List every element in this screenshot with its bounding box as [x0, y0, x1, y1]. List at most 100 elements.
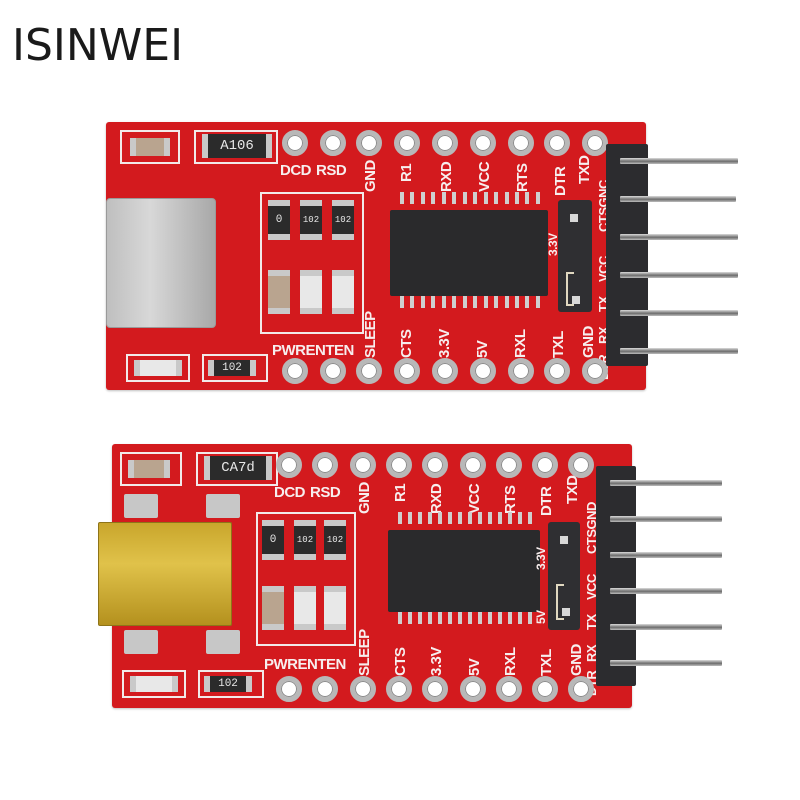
capacitor	[128, 460, 170, 478]
label-vcc: VCC	[466, 483, 483, 514]
pin-pad-dcd	[276, 452, 302, 478]
pin-pad-rxl	[508, 358, 534, 384]
diode-outline	[194, 130, 278, 164]
pin-pad-r1	[386, 452, 412, 478]
led-power	[300, 270, 322, 314]
pin-pad-sleep	[356, 358, 382, 384]
label-vcc: VCC	[476, 161, 493, 192]
led-activity	[332, 270, 354, 314]
diode-ca7d: CA7d	[204, 456, 272, 480]
pin-pad-gnd	[350, 452, 376, 478]
led-smd	[130, 676, 178, 692]
led-smd	[134, 360, 182, 376]
pin-pad-cts	[394, 358, 420, 384]
header-pin-2	[620, 196, 736, 202]
label-gnd: GND	[356, 482, 373, 514]
jumper-bridge	[556, 584, 564, 620]
led-outline	[122, 670, 186, 698]
pin-header-top	[606, 144, 648, 366]
header-pin-1	[610, 480, 722, 486]
jumper-pin-5v	[562, 608, 570, 616]
pin-pad-5v	[470, 358, 496, 384]
header-pin-3	[620, 234, 738, 240]
pin-pad-gnd-b	[568, 676, 594, 702]
label-dcd: DCD	[280, 162, 312, 179]
usb-mount-pad	[124, 630, 158, 654]
label-dtr: DTR	[538, 486, 555, 516]
usb-mount-pad	[124, 494, 158, 518]
label-3v3: 3.3V	[428, 647, 445, 676]
pin-pad-dtr	[544, 130, 570, 156]
usb-mount-pad	[206, 630, 240, 654]
label-gnd-bottom: GND	[580, 326, 597, 358]
label-r1: R1	[392, 483, 409, 502]
pin-pad-dtr	[532, 452, 558, 478]
capacitor-small	[262, 586, 284, 630]
resistor-102: 102	[204, 676, 252, 692]
header-pin-3	[610, 552, 722, 558]
jumper-label-3v3: 3.3V	[534, 547, 548, 570]
resistor-102-a: 102	[294, 520, 316, 560]
resistor-outline	[202, 354, 268, 382]
header-pin-4	[610, 588, 722, 594]
chip-pins-top	[400, 192, 540, 204]
ftdi-board-usb-c: A106 DCD RSD GND R1 RXD VCC RTS DTR TXD …	[106, 122, 646, 390]
header-pin-6	[620, 348, 738, 354]
pin-pad-txl	[544, 358, 570, 384]
pin-pad-rts	[508, 130, 534, 156]
label-gnd: GND	[362, 160, 379, 192]
label-rxd: RXD	[438, 161, 455, 192]
pin-pad-vcc	[460, 452, 486, 478]
diode-a106: A106	[202, 134, 272, 158]
cap-outline	[120, 130, 180, 164]
label-cts: CTS	[398, 329, 415, 359]
pin-pad-txd	[582, 130, 608, 156]
chip-pins-top	[398, 512, 532, 524]
usb-c-connector	[106, 198, 216, 328]
pin-pad-3v3	[432, 358, 458, 384]
usb-mount-pad	[206, 494, 240, 518]
header-pin-6	[610, 660, 722, 666]
pin-pad-sleep	[350, 676, 376, 702]
header-pin-5	[620, 310, 738, 316]
resistor-outline	[198, 670, 264, 698]
resistor-102-b: 102	[332, 200, 354, 240]
label-txl: TXL	[550, 331, 567, 358]
pin-pad-ten	[320, 358, 346, 384]
pin-pad-pwren	[276, 676, 302, 702]
jumper-pin-3v3	[570, 214, 578, 222]
pin-pad-cts	[386, 676, 412, 702]
mini-usb-connector	[98, 522, 232, 626]
jumper-pin-3v3	[560, 536, 568, 544]
label-5v: 5V	[466, 658, 483, 676]
capacitor-small	[268, 270, 290, 314]
header-pin-4	[620, 272, 738, 278]
pin-pad-rxd	[422, 452, 448, 478]
led-power	[294, 586, 316, 630]
resistor-102-b: 102	[324, 520, 346, 560]
pin-pad-rsd	[320, 130, 346, 156]
label-5v: 5V	[474, 340, 491, 358]
label-rxl: RXL	[502, 647, 519, 677]
pin-pad-rxd	[432, 130, 458, 156]
capacitor	[130, 138, 170, 156]
led-outline	[126, 354, 190, 382]
label-sleep: SLEEP	[356, 629, 373, 676]
resistor-102-a: 102	[300, 200, 322, 240]
label-txl: TXL	[538, 649, 555, 676]
pin-pad-rsd	[312, 452, 338, 478]
label-dcd: DCD	[274, 484, 306, 501]
label-rsd: RSD	[310, 484, 341, 501]
resistor-102: 102	[208, 360, 256, 376]
label-rxl: RXL	[512, 329, 529, 359]
ftdi-board-mini-usb: CA7d DCD RSD GND R1 RXD VCC RTS DTR TXD …	[98, 444, 632, 708]
resistor-0: 0	[262, 520, 284, 560]
pin-pad-r1	[394, 130, 420, 156]
chip-pins-bottom	[398, 612, 532, 624]
led-activity	[324, 586, 346, 630]
pin-pad-3v3	[422, 676, 448, 702]
header-pin-5	[610, 624, 722, 630]
pin-pad-pwren	[282, 358, 308, 384]
label-rts: RTS	[502, 485, 519, 515]
label-cts: CTS	[392, 647, 409, 677]
